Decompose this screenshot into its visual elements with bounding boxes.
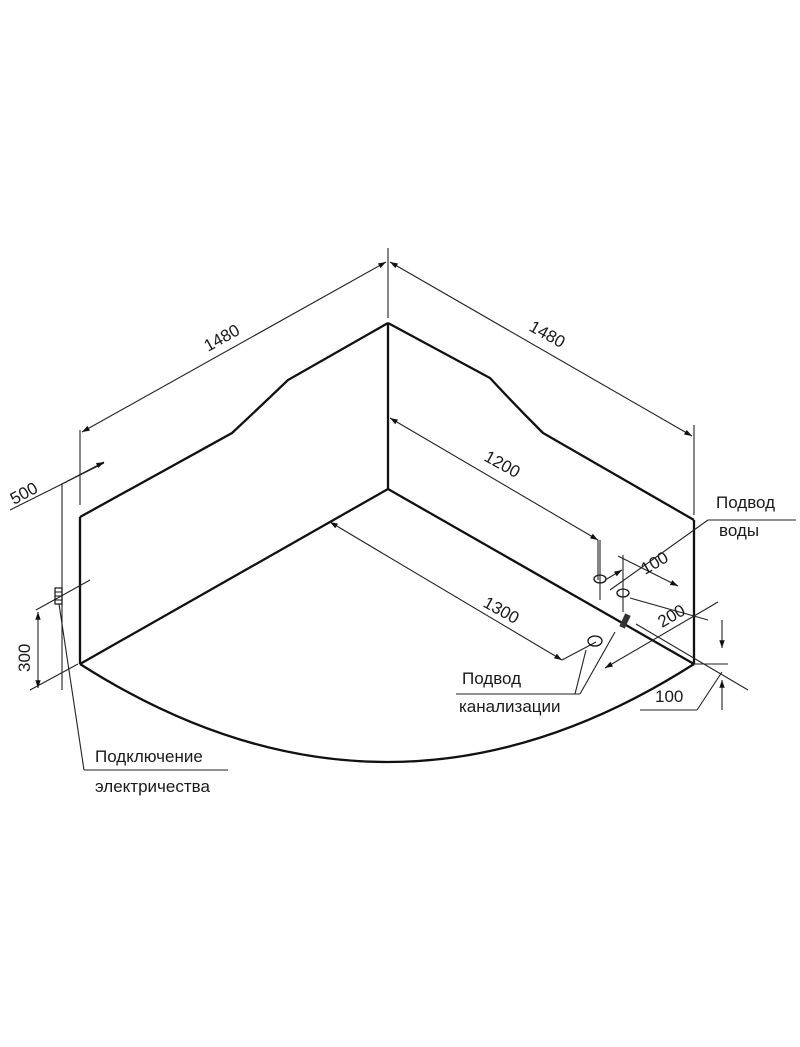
- bathtub-outline: [78, 321, 696, 764]
- dim-electric-height-text: 300: [15, 644, 34, 672]
- dim-inner-right: 1200: [389, 417, 599, 580]
- water-inlets: 100: [593, 519, 796, 621]
- dim-drain-offset-text: 200: [655, 601, 689, 632]
- electric-label-line1: Подключение: [95, 747, 203, 766]
- electric-connection: [54, 587, 228, 771]
- dim-inner-left-text: 1300: [480, 593, 522, 628]
- dim-right-width: 1480: [389, 261, 695, 515]
- right-top-edge: [387, 321, 695, 521]
- drain-label-line1: Подвод: [462, 669, 521, 688]
- dim-left-width-text: 1480: [201, 321, 243, 356]
- dim-water-spacing-text: 100: [638, 548, 672, 579]
- dim-inner-left: 1300: [329, 521, 597, 661]
- dim-drain-height: 100: [640, 620, 728, 711]
- drain-label-line2: канализации: [459, 697, 561, 716]
- dim-total-height-text: 500: [7, 478, 41, 508]
- front-arc: [79, 663, 695, 764]
- dim-inner-right-text: 1200: [481, 447, 523, 482]
- dim-left-width: 1480: [79, 248, 389, 505]
- drain-assembly: 200: [574, 601, 749, 695]
- left-bottom-edge: [79, 488, 389, 665]
- water-label-line2: воды: [719, 521, 759, 540]
- dim-electric-height: 300: [15, 579, 91, 688]
- drain-outlet-icon: [587, 635, 603, 647]
- water-label-line1: Подвод: [716, 493, 775, 512]
- electric-label-line2: электричества: [95, 777, 210, 796]
- drain-overflow-icon: [619, 613, 631, 629]
- dim-drain-height-text: 100: [655, 687, 683, 706]
- dim-right-width-text: 1480: [526, 317, 568, 352]
- left-top-edge: [79, 322, 389, 519]
- callout-labels: Подвод воды Подвод канализации Подключен…: [95, 493, 775, 796]
